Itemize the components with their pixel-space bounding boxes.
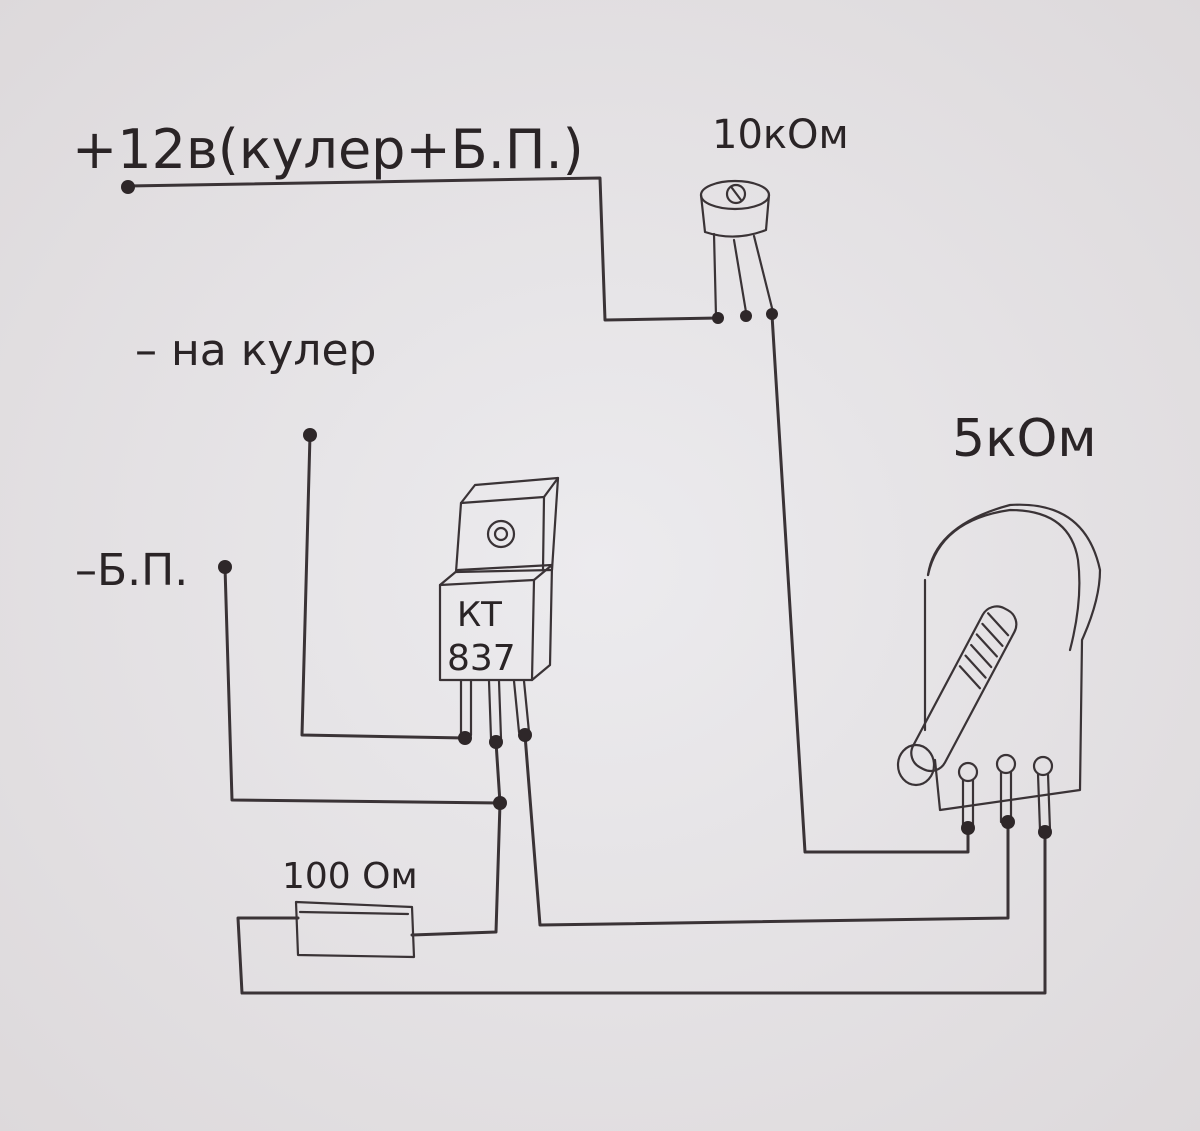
transistor-pin-left [458, 731, 472, 745]
wire-minus-psu [223, 565, 502, 805]
wire-resistor-to-pot [236, 830, 1047, 995]
pot-pin-middle [1001, 815, 1015, 829]
transistor-label-line2: 837 [447, 638, 516, 679]
transistor-kt837: КТ 837 [438, 476, 560, 740]
pot-value-label: 5кОм [952, 409, 1097, 469]
plus-12v-label: +12в(кулер+Б.П.) [72, 118, 584, 181]
transistor-pin-middle [489, 735, 503, 749]
minus-cooler-label: – на кулер [135, 325, 376, 376]
trimmer-pin-left [712, 312, 724, 324]
pot-pin-right [1038, 825, 1052, 839]
wire-transistor-base [523, 733, 1010, 927]
wire-transistor-emitter [410, 740, 502, 937]
trimmer-value-label: 10кОм [712, 112, 849, 158]
trimmer-pin-right [766, 308, 778, 320]
terminal-minus-cooler [303, 428, 317, 442]
pot-pin-left [961, 821, 975, 835]
transistor-pin-right [518, 728, 532, 742]
resistor-value-label: 100 Ом [282, 856, 418, 897]
transistor-label-line1: КТ [457, 595, 502, 635]
terminal-plus12v [121, 180, 135, 194]
minus-psu-label: –Б.П. [75, 545, 188, 596]
resistor-100-ohm [294, 900, 416, 959]
junction-emitter [493, 796, 507, 810]
terminal-minus-psu [218, 560, 232, 574]
wire-minus-cooler [300, 433, 467, 740]
trimmer-pin-middle [740, 310, 752, 322]
potentiometer [896, 503, 1102, 832]
wire-trimmer-to-pot [770, 313, 970, 854]
trimmer-resistor [699, 179, 775, 318]
wire-plus12v [126, 176, 720, 322]
